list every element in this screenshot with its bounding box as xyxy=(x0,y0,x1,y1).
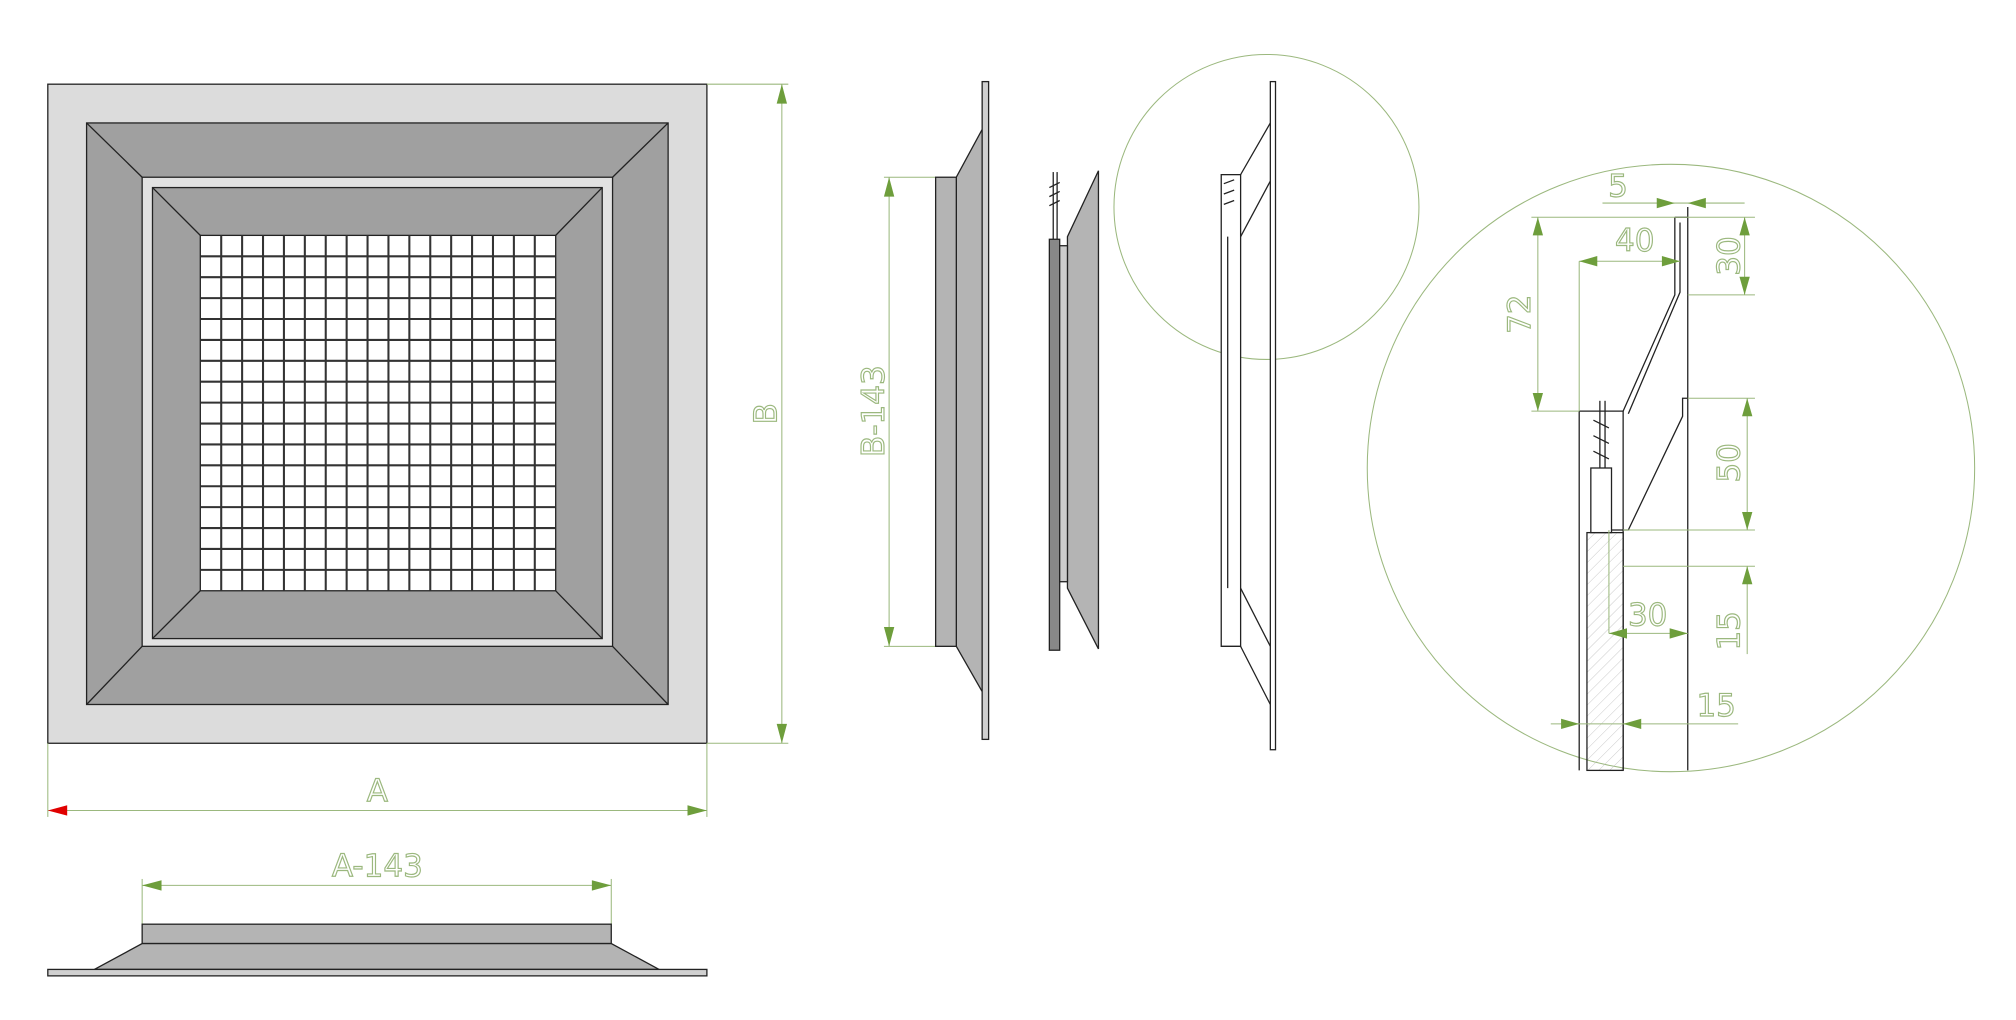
dimension-a-label: A xyxy=(367,773,388,809)
dimension-b: B xyxy=(706,83,789,744)
dimension-b-label: B xyxy=(749,403,785,424)
detail-dim-30-vertical: 30 xyxy=(1711,236,1747,275)
side-view: B-143 xyxy=(855,80,990,741)
detail-dim-15-vertical: 15 xyxy=(1711,611,1747,650)
detail-dim-50: 50 xyxy=(1711,443,1747,482)
detail-dim-30-horizontal: 30 xyxy=(1628,598,1667,634)
detail-dim-15-horizontal: 15 xyxy=(1696,688,1735,724)
dimension-a: A xyxy=(47,743,708,817)
detail-dim-72: 72 xyxy=(1502,294,1538,333)
front-view xyxy=(47,83,708,744)
bottom-view: A-143 xyxy=(47,848,708,977)
detail-dim-40: 40 xyxy=(1615,223,1654,259)
section-outline-view xyxy=(1113,53,1420,751)
section-view xyxy=(1048,170,1100,651)
dimension-a-143-label: A-143 xyxy=(332,848,423,884)
detail-view: 5 40 30 72 50 15 30 15 xyxy=(1366,163,1976,773)
dimension-b-143-label: B-143 xyxy=(856,365,892,457)
detail-dim-5: 5 xyxy=(1608,169,1628,205)
eggcrate-grid xyxy=(200,235,556,591)
